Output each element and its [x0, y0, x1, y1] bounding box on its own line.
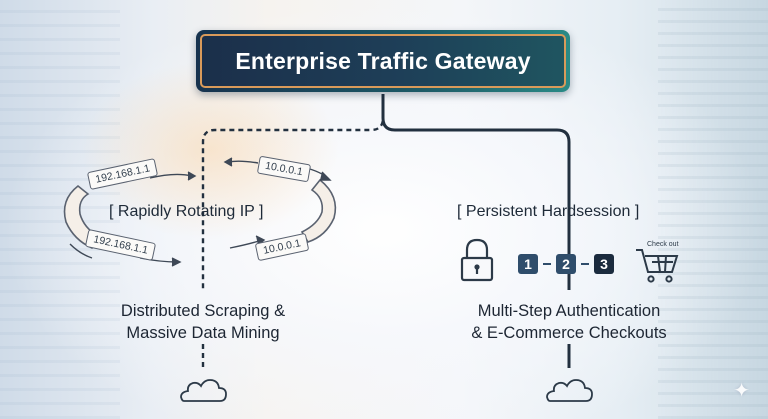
- right-solid-connector: [381, 94, 571, 290]
- step-3-badge: 3: [594, 254, 614, 274]
- step-2-badge: 2: [556, 254, 576, 274]
- step-1-badge: 1: [518, 254, 538, 274]
- left-dashed-connector: [201, 94, 385, 290]
- checkout-label: Check out: [647, 241, 679, 248]
- right-caption-line1: Multi-Step Authentication: [477, 302, 661, 320]
- persistent-session-label: [ Persistent Hardsession ]: [457, 203, 640, 220]
- right-caption: Multi-Step Authentication & E-Commerce C…: [471, 300, 666, 344]
- cloud-icon-right: [546, 379, 593, 402]
- rotating-ip-label: [ Rapidly Rotating IP ]: [109, 203, 264, 220]
- left-caption-line2: Massive Data Mining: [126, 324, 280, 342]
- server-rack-right: [658, 0, 768, 419]
- lock-icon: [460, 238, 494, 282]
- gateway-title-box: Enterprise Traffic Gateway: [196, 30, 570, 92]
- sparkle-icon: ✦: [733, 380, 750, 402]
- right-caption-line2: & E-Commerce Checkouts: [471, 324, 667, 342]
- left-caption-line1: Distributed Scraping &: [120, 302, 286, 320]
- step-connector: [543, 263, 551, 265]
- left-caption: Distributed Scraping & Massive Data Mini…: [121, 300, 285, 344]
- gateway-title: Enterprise Traffic Gateway: [235, 47, 531, 74]
- shopping-cart-icon: [636, 249, 679, 283]
- cloud-icon: [180, 379, 227, 402]
- step-connector: [581, 263, 589, 265]
